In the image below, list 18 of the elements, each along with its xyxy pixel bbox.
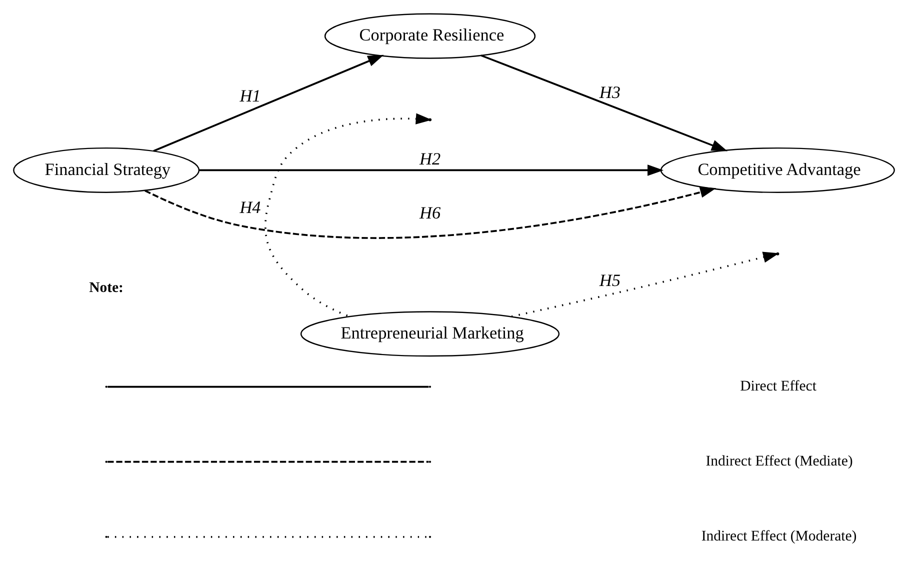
edge-label: H6	[420, 202, 441, 222]
arrow	[480, 54, 728, 151]
legend-label: Indirect Effect (Mediate)	[706, 453, 853, 470]
arrow	[199, 164, 664, 176]
label: Note:	[89, 280, 124, 296]
node-ellipse: Financial Strategy	[13, 146, 200, 192]
node-ellipse: Entrepreneurial Marketing	[300, 310, 560, 356]
edge-label: H5	[599, 270, 620, 290]
edge-label: H3	[599, 82, 620, 102]
legend-label: Direct Effect	[740, 378, 816, 394]
node-ellipse: Corporate Resilience	[324, 12, 536, 58]
legend-label: Indirect Effect (Moderate)	[701, 528, 857, 544]
edge-label: H4	[240, 197, 261, 216]
arrow	[153, 54, 384, 152]
node-ellipse: Competitive Advantage	[660, 146, 895, 192]
edge-label: H1	[240, 86, 261, 106]
edge-label: H2	[420, 148, 441, 168]
arrow	[144, 186, 716, 238]
